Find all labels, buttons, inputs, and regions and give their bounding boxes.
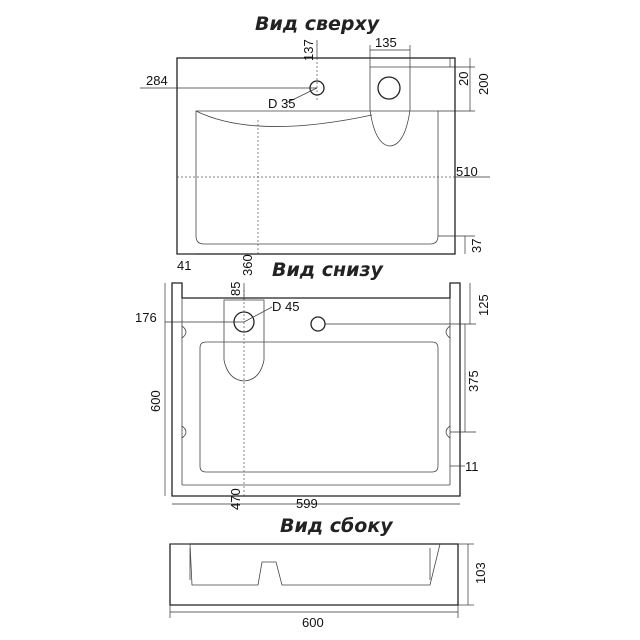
bottom-mount-rt: [445, 325, 451, 339]
top-inner-bowl: [195, 110, 439, 245]
top-dim-137: 137: [301, 39, 316, 61]
bottom-dim-599: 599: [296, 496, 318, 511]
top-dim-360: 360: [240, 254, 255, 276]
top-dim-510: 510: [456, 164, 478, 179]
side-view-title: Вид сбоку: [280, 515, 394, 537]
top-dim-200: 200: [476, 73, 491, 95]
top-dim-135: 135: [375, 35, 397, 50]
bottom-drain-slot: [223, 299, 265, 382]
bottom-dim-hole: D 45: [272, 299, 299, 314]
side-dim-600: 600: [302, 615, 324, 630]
bottom-dim-11: 11: [465, 459, 479, 474]
top-faucet-hole: [377, 76, 401, 100]
bottom-mount-lt: [181, 325, 187, 339]
bottom-inner-tray: [199, 341, 439, 473]
bottom-mount-lb: [181, 425, 187, 439]
top-outer-outline: [176, 57, 456, 255]
top-dim-41: 41: [177, 258, 191, 273]
bottom-dim-176: 176: [135, 310, 157, 325]
bottom-dim-375: 375: [466, 370, 481, 392]
bottom-mount-rb: [445, 425, 451, 439]
bottom-small-hole: [310, 316, 326, 332]
top-dim-20: 20: [456, 72, 471, 86]
top-view-title: Вид сверху: [255, 13, 381, 35]
bottom-hole-leader: [243, 306, 273, 323]
top-view: Вид сверху 137 135 284 D 3: [140, 13, 491, 276]
top-faucet-slot: [369, 66, 411, 147]
side-basin-profile: [170, 543, 441, 586]
top-dim-hole: D 35: [268, 96, 295, 111]
top-bowl-curve: [195, 110, 373, 127]
bottom-view-title: Вид снизу: [272, 259, 384, 281]
bottom-outer-outline: [171, 282, 461, 497]
bottom-dim-470: 470: [228, 488, 243, 510]
top-dim-284: 284: [146, 73, 168, 88]
side-view: Вид сбоку 103 600: [169, 515, 488, 630]
bottom-dim-85: 85: [228, 282, 243, 296]
side-outline: [169, 543, 459, 606]
bottom-dim-600: 600: [148, 390, 163, 412]
bottom-view: Вид снизу 85 D 45 125 176 3: [135, 259, 491, 511]
side-dim-103: 103: [473, 562, 488, 584]
bottom-dim-125: 125: [476, 294, 491, 316]
top-dim-37: 37: [469, 239, 484, 253]
top-hole-leader: [285, 87, 318, 104]
